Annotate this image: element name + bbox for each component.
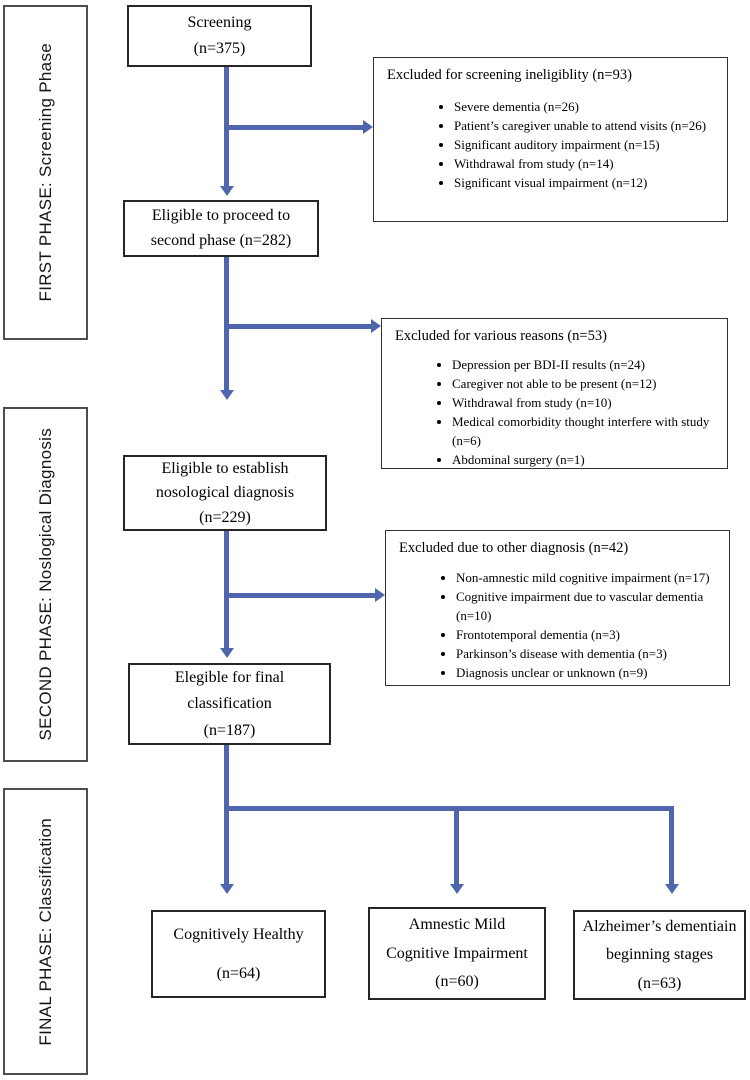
exclusion-item: Withdrawal from study (n=10): [452, 393, 721, 412]
arrowhead-down-icon: [220, 186, 234, 196]
box-eligible-second-phase: Eligible to proceed to second phase (n=2…: [123, 200, 319, 257]
connector-exclusion3-line: [226, 593, 375, 598]
exclusion-box-other-diagnosis: Excluded due to other diagnosis (n=42) N…: [385, 530, 730, 686]
box-line: (n=60): [435, 973, 479, 991]
box-line: (n=229): [199, 508, 251, 526]
box-line: Cognitive Impairment: [386, 944, 528, 962]
connector-final-down-line: [224, 745, 229, 884]
exclusion-item: Parkinson’s disease with dementia (n=3): [456, 644, 723, 663]
exclusion-item: Medical comorbidity thought interfere wi…: [452, 412, 721, 450]
arrowhead-right-icon: [371, 319, 381, 333]
exclusion-item: Depression per BDI-II results (n=24): [452, 355, 721, 374]
phase-label-second: SECOND PHASE: Noslogical Diagnosis: [35, 428, 55, 741]
box-line: beginning stages: [605, 946, 714, 964]
box-line: (n=63): [637, 974, 682, 992]
phase-label-first: FIRST PHASE: Screening Phase: [35, 43, 55, 302]
box-line: (n=375): [193, 40, 246, 58]
arrowhead-right-icon: [375, 588, 385, 602]
exclusion-item: Withdrawal from study (n=14): [454, 154, 721, 173]
arrowhead-down-icon: [450, 884, 464, 894]
exclusion-item: Significant auditory impairment (n=15): [454, 135, 721, 154]
box-line: classification: [187, 695, 272, 713]
box-line: nosological diagnosis: [155, 484, 295, 502]
arrowhead-right-icon: [363, 120, 373, 134]
box-line: second phase (n=282): [150, 232, 292, 249]
exclusion-item: Cognitive impairment due to vascular dem…: [456, 587, 723, 625]
box-line: Amnestic Mild: [408, 916, 506, 934]
box-line: Screening: [187, 14, 252, 32]
exclusion-item: Non-amnestic mild cognitive impairment (…: [456, 568, 723, 587]
exclusion-box-screening: Excluded for screening ineligiblity (n=9…: [373, 57, 728, 222]
exclusion-title: Excluded for screening ineligiblity (n=9…: [387, 67, 632, 83]
arrowhead-down-icon: [220, 648, 234, 658]
box-screening: Screening (n=375): [127, 5, 312, 67]
exclusion-box-various: Excluded for various reasons (n=53) Depr…: [381, 318, 728, 469]
box-outcome-healthy: Cognitively Healthy (n=64): [151, 910, 326, 998]
connector-right-drop-line: [669, 806, 674, 884]
connector-exclusion1-line: [226, 125, 363, 130]
exclusion-item: Frontotemporal dementia (n=3): [456, 625, 723, 644]
box-line: Elegible for final: [174, 668, 285, 686]
exclusion-item: Abdominal surgery (n=1): [452, 450, 721, 469]
box-outcome-amci: Amnestic Mild Cognitive Impairment (n=60…: [368, 907, 546, 1000]
arrowhead-down-icon: [220, 884, 234, 894]
exclusion-title: Excluded due to other diagnosis (n=42): [399, 540, 629, 556]
exclusion-item: Diagnosis unclear or unknown (n=9): [456, 663, 723, 682]
arrowhead-down-icon: [665, 884, 679, 894]
box-outcome-alzheimers: Alzheimer’s dementiain beginning stages …: [573, 910, 746, 1000]
exclusion-item: Significant visual impairment (n=12): [454, 173, 721, 192]
exclusion-item: Severe dementia (n=26): [454, 97, 721, 116]
box-line: Eligible to proceed to: [151, 207, 291, 225]
exclusion-title: Excluded for various reasons (n=53): [395, 328, 607, 344]
box-final-classification: Elegible for final classification (n=187…: [128, 663, 331, 745]
phase-box-first: FIRST PHASE: Screening Phase: [3, 5, 88, 340]
phase-box-second: SECOND PHASE: Noslogical Diagnosis: [3, 407, 88, 762]
phase-label-final: FINAL PHASE: Classification: [35, 817, 55, 1046]
box-line: Alzheimer’s dementiain: [582, 917, 737, 935]
box-eligible-nosological: Eligible to establish nosological diagno…: [123, 455, 327, 531]
box-line: (n=64): [216, 964, 261, 982]
box-line: Eligible to establish: [161, 459, 289, 477]
arrowhead-down-icon: [220, 390, 234, 400]
box-line: (n=187): [203, 721, 256, 739]
connector-third-down-line: [224, 531, 229, 648]
connector-second-down-line: [224, 257, 229, 390]
connector-distributor-line: [224, 806, 674, 811]
box-line: Cognitively Healthy: [173, 925, 304, 943]
connector-middle-drop-line: [454, 806, 459, 884]
phase-box-final: FINAL PHASE: Classification: [3, 788, 88, 1075]
connector-exclusion2-line: [226, 324, 371, 329]
exclusion-item: Caregiver not able to be present (n=12): [452, 374, 721, 393]
exclusion-item: Patient’s caregiver unable to attend vis…: [454, 116, 721, 135]
